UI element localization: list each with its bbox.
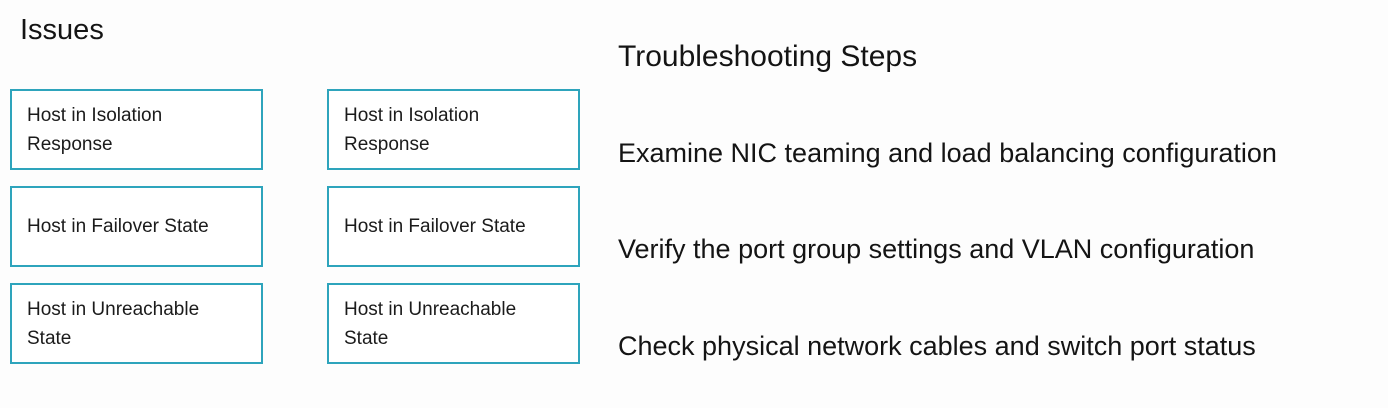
- issue-box-failover-state[interactable]: Host in Failover State: [10, 186, 263, 267]
- step-check-physical-cables: Check physical network cables and switch…: [618, 331, 1256, 361]
- step-examine-nic-teaming: Examine NIC teaming and load balancing c…: [618, 138, 1277, 168]
- issue-box-label: Host in Unreachable State: [344, 298, 517, 349]
- issue-box-label: Host in Unreachable State: [27, 298, 200, 349]
- steps-title: Troubleshooting Steps: [618, 40, 918, 73]
- issues-source-column: Host in Isolation Response Host in Failo…: [10, 89, 263, 364]
- issues-answer-column: Host in Isolation Response Host in Failo…: [327, 89, 580, 364]
- answer-box-unreachable-state[interactable]: Host in Unreachable State: [327, 283, 580, 364]
- issue-box-label: Host in Failover State: [344, 216, 526, 237]
- step-verify-port-group: Verify the port group settings and VLAN …: [618, 234, 1255, 264]
- issue-box-label: Host in Isolation Response: [27, 104, 163, 155]
- issue-box-unreachable-state[interactable]: Host in Unreachable State: [10, 283, 263, 364]
- answer-box-failover-state[interactable]: Host in Failover State: [327, 186, 580, 267]
- answer-box-isolation-response[interactable]: Host in Isolation Response: [327, 89, 580, 170]
- issue-box-isolation-response[interactable]: Host in Isolation Response: [10, 89, 263, 170]
- issue-box-label: Host in Isolation Response: [344, 104, 480, 155]
- issues-title: Issues: [20, 14, 104, 46]
- issue-box-label: Host in Failover State: [27, 216, 209, 237]
